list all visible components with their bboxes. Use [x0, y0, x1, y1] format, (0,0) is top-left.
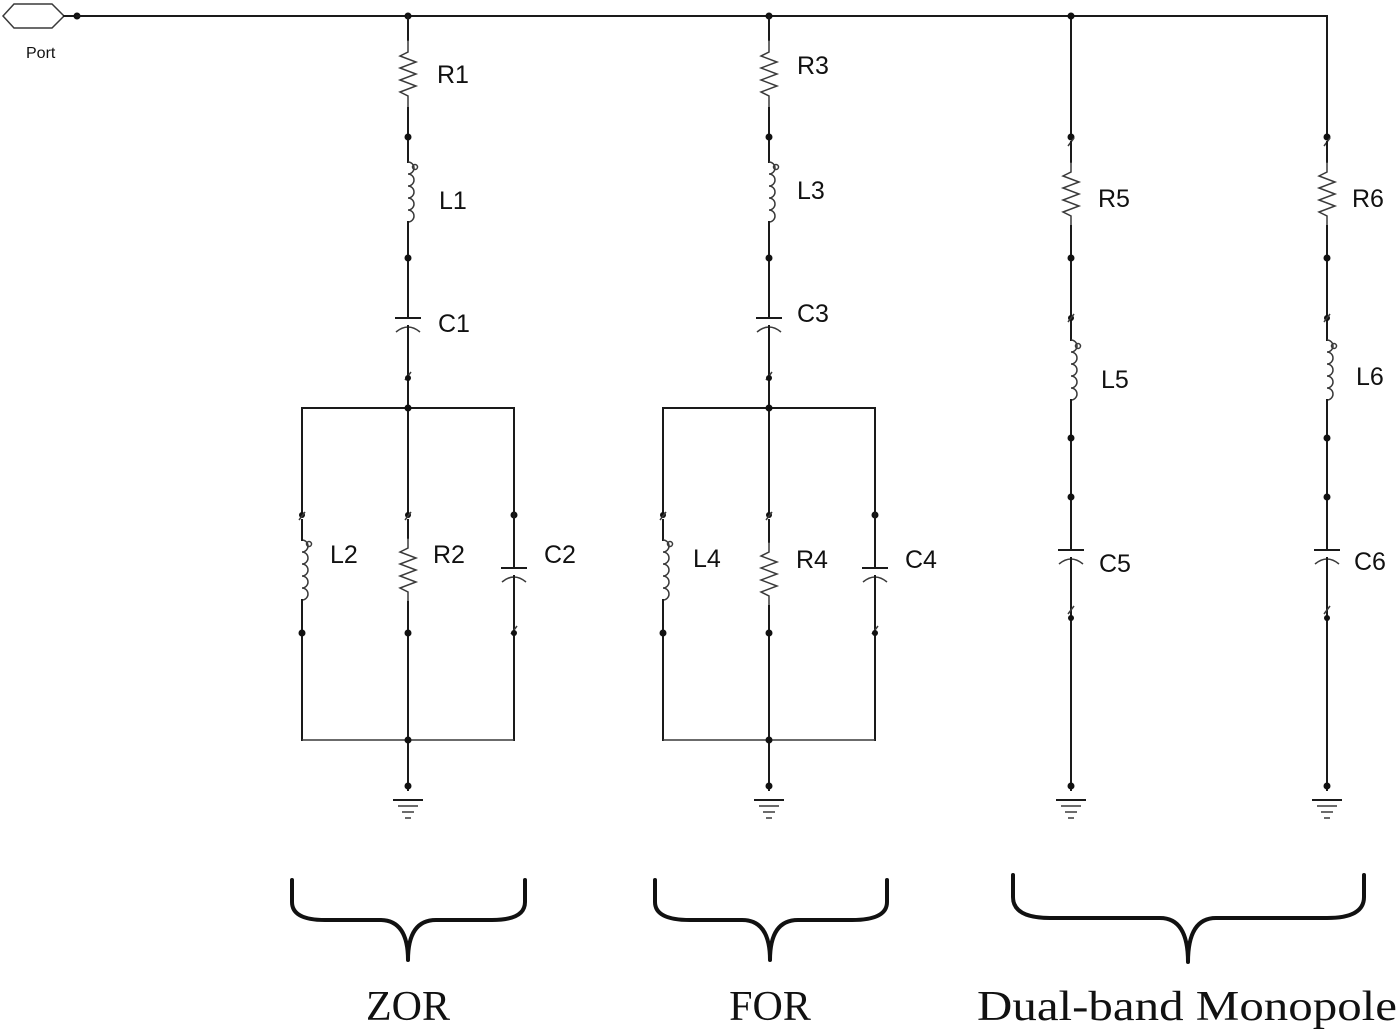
label-R2: R2 [433, 541, 465, 569]
label-R4: R4 [796, 546, 828, 574]
top-bus [76, 15, 1328, 139]
label-L2: L2 [330, 541, 358, 569]
port-symbol [1, 3, 66, 29]
label-C2: C2 [544, 541, 576, 569]
label-L3: L3 [797, 177, 825, 205]
label-C3: C3 [797, 300, 829, 328]
brace-zor [290, 878, 527, 962]
group-label-zor: ZOR [366, 984, 450, 1030]
monopole-branch-5: R5 L5 C5 [1056, 133, 1131, 819]
for-branch: R3 L3 C3 L4 R4 C4 [659, 15, 937, 819]
label-L5: L5 [1101, 366, 1129, 394]
brace-monopole [1011, 873, 1366, 964]
group-label-monopole: Dual-band Monopole [977, 984, 1397, 1030]
label-C4: C4 [905, 546, 937, 574]
zor-branch: R1 L1 C1 L2 R2 C2 [298, 15, 576, 819]
label-C6: C6 [1354, 548, 1386, 576]
port[interactable]: Port [1, 3, 81, 62]
label-R3: R3 [797, 52, 829, 80]
group-label-for: FOR [729, 984, 811, 1030]
port-label: Port [26, 45, 56, 62]
brace-for [653, 878, 889, 962]
monopole-branch-6: R6 L6 C6 [1312, 133, 1386, 819]
label-R1: R1 [437, 61, 469, 89]
label-C1: C1 [438, 310, 470, 338]
label-C5: C5 [1099, 550, 1131, 578]
label-L1: L1 [439, 187, 467, 215]
label-L6: L6 [1356, 363, 1384, 391]
label-R6: R6 [1352, 185, 1384, 213]
label-L4: L4 [693, 545, 721, 573]
label-R5: R5 [1098, 185, 1130, 213]
